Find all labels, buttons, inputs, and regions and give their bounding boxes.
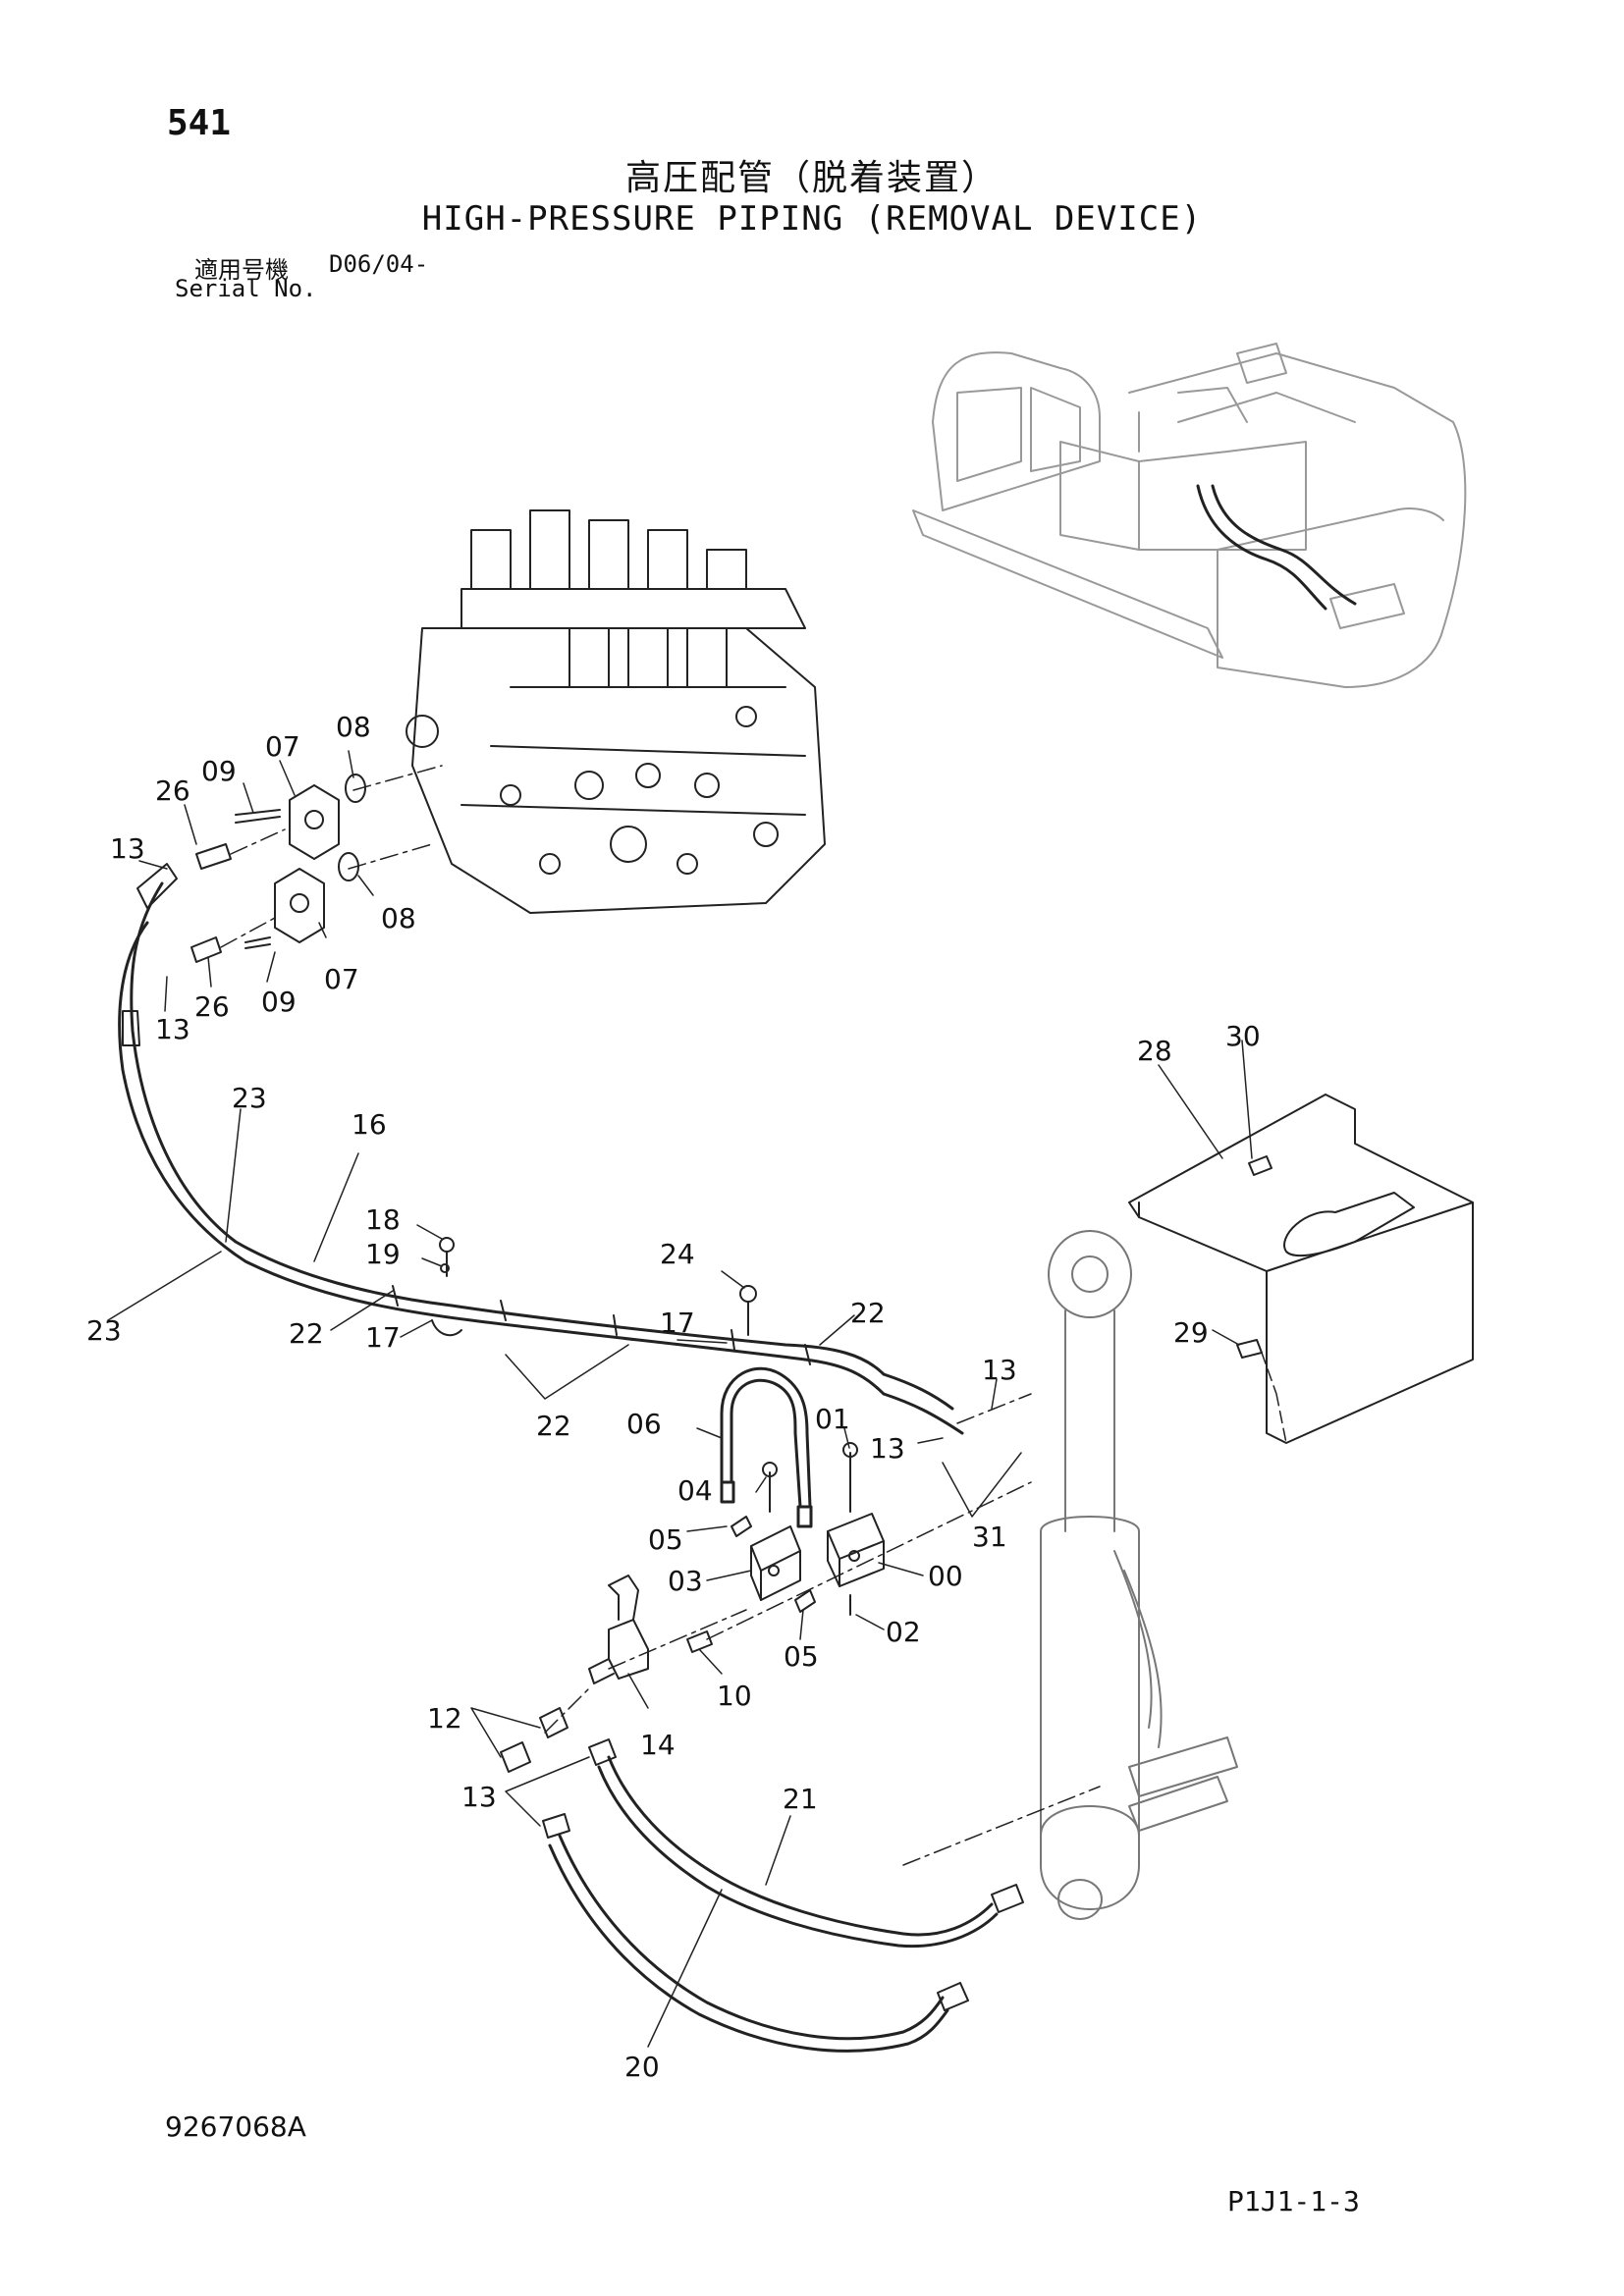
- callout-09-upper: 09: [201, 755, 237, 787]
- callout-13-bottom: 13: [461, 1781, 497, 1813]
- serial-value: D06/04-: [329, 250, 429, 278]
- callout-23-bottom: 23: [86, 1314, 122, 1347]
- flange-lower: [274, 868, 325, 943]
- cover-28: [1128, 1094, 1474, 1444]
- callout-24: 24: [660, 1238, 695, 1270]
- callout-13-right-mid: 13: [870, 1432, 905, 1465]
- clamps: [392, 1285, 811, 1365]
- callout-21: 21: [783, 1783, 818, 1815]
- callout-22-left: 22: [289, 1317, 324, 1350]
- callout-31: 31: [972, 1521, 1007, 1553]
- callout-22-right: 22: [850, 1297, 886, 1329]
- callout-02: 02: [886, 1616, 921, 1648]
- callout-26-upper: 26: [155, 774, 190, 807]
- callout-01: 01: [815, 1403, 850, 1435]
- callout-08-lower: 08: [381, 902, 416, 934]
- callout-13-upper: 13: [110, 832, 145, 865]
- callout-07-upper: 07: [265, 730, 300, 763]
- callout-29: 29: [1173, 1316, 1209, 1349]
- block-00: [827, 1513, 885, 1587]
- callout-06: 06: [626, 1408, 662, 1440]
- page-title-english: HIGH-PRESSURE PIPING (REMOVAL DEVICE): [421, 199, 1203, 239]
- hydraulic-cylinder: [1040, 1230, 1238, 1920]
- callout-14: 14: [640, 1729, 676, 1761]
- callout-10: 10: [717, 1680, 752, 1712]
- hose-06: [720, 1366, 813, 1528]
- control-valve: [406, 509, 826, 914]
- page-title-japanese: 高圧配管（脱着装置）: [624, 158, 999, 198]
- hoses-20-21: [548, 1755, 999, 2053]
- callout-20: 20: [624, 2051, 660, 2083]
- callout-18: 18: [365, 1203, 401, 1236]
- callout-28: 28: [1137, 1035, 1172, 1067]
- callout-labels: 07 08 09 26 13 08 07 09 26 13 23 16 18 1…: [86, 711, 1261, 2083]
- callout-22-center: 22: [536, 1410, 571, 1442]
- block-03: [750, 1525, 801, 1601]
- callout-19: 19: [365, 1238, 401, 1270]
- callout-23-top: 23: [232, 1082, 267, 1114]
- callout-16: 16: [352, 1108, 387, 1141]
- leader-lines: [107, 750, 1253, 2048]
- hose-bundle: [118, 881, 964, 1435]
- serial-label-japanese: 適用号機: [194, 256, 289, 284]
- callout-12: 12: [427, 1702, 462, 1735]
- callout-03: 03: [668, 1565, 703, 1597]
- callout-17-right: 17: [660, 1307, 695, 1339]
- callout-05-upper: 05: [648, 1523, 683, 1556]
- stop-valve-14: [588, 1575, 649, 1684]
- callout-26-lower: 26: [194, 990, 230, 1023]
- callout-13-lower: 13: [155, 1013, 190, 1045]
- flange-upper: [289, 784, 340, 860]
- serial-label-english: Serial No.: [175, 275, 317, 302]
- harness-overview: [1196, 484, 1357, 611]
- sheet-code: P1J1-1-3: [1227, 2185, 1360, 2217]
- document-id: 9267068A: [165, 2110, 306, 2143]
- callout-04: 04: [677, 1474, 713, 1507]
- callout-07-lower: 07: [324, 963, 359, 995]
- callout-13-right-top: 13: [982, 1354, 1017, 1386]
- excavator-overview: [912, 343, 1467, 688]
- page-number: 541: [167, 103, 232, 143]
- callout-17-left: 17: [365, 1321, 401, 1354]
- callout-09-lower: 09: [261, 986, 297, 1018]
- callout-05-lower: 05: [784, 1640, 819, 1673]
- callout-08-upper: 08: [336, 711, 371, 743]
- callout-00: 00: [928, 1560, 963, 1592]
- callout-30: 30: [1225, 1020, 1261, 1052]
